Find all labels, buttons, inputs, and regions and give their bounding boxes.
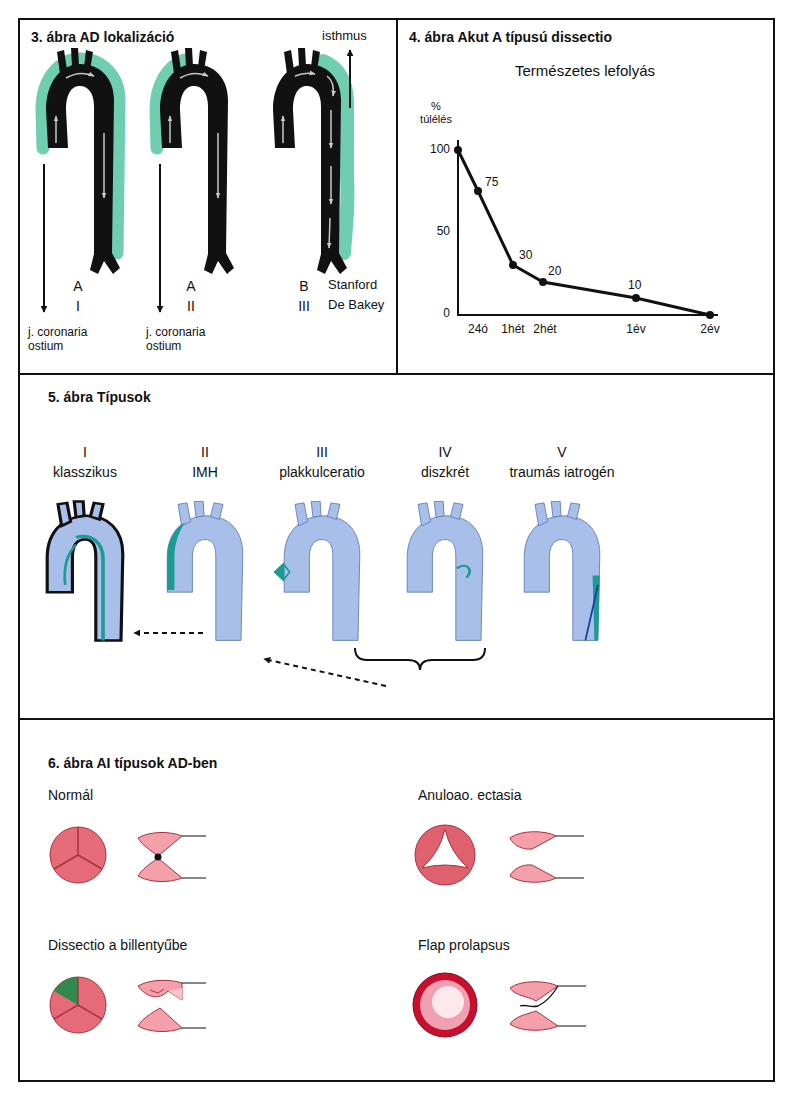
aorta-imh: [167, 501, 243, 640]
figure-label: traumás iatrogén: [509, 464, 614, 480]
figure-label: 100: [430, 143, 450, 157]
figure-label: IMH: [192, 464, 218, 480]
figure-label: diszkrét: [421, 464, 469, 480]
figure-label: A: [186, 278, 195, 294]
figure-label: II: [187, 298, 195, 314]
figure-label: 24ó: [468, 323, 488, 337]
figure-label: V: [557, 444, 566, 460]
figure-panel: 6. ábra AI típusok AD-ben: [18, 718, 775, 1082]
panel-heading: 4. ábra Akut A típusú dissectio: [409, 29, 612, 45]
figure-label: Flap prolapsus: [418, 937, 510, 953]
figure-panel: 3. ábra AD lokalizáció: [18, 18, 398, 375]
figure-label: 1hét: [501, 323, 524, 337]
figure-label: III: [316, 444, 328, 460]
figure-label: B: [299, 278, 308, 294]
valve-dissection: [50, 977, 206, 1033]
figure-label: 20: [548, 265, 561, 279]
figure-label: 75: [485, 176, 498, 190]
aorta-type-b-iii: [273, 48, 348, 274]
figure-label: j. coronaria ostium: [28, 326, 106, 354]
figure-label: plakkulceratio: [279, 464, 365, 480]
figure-label: 50: [437, 225, 450, 239]
panel-heading: 5. ábra Típusok: [48, 389, 151, 405]
figure-label: IV: [438, 444, 451, 460]
figure-label: % túlélés: [414, 100, 458, 125]
aorta-type-a-ii: [156, 48, 234, 274]
figure-panel: 5. ábra Típusok: [18, 373, 775, 720]
aorta-plaque-ulceration: [273, 501, 359, 640]
figure-label: De Bakey: [328, 298, 384, 313]
survival-chart: [454, 140, 718, 319]
aorta-classic: [47, 501, 123, 640]
figure-label: isthmus: [322, 29, 367, 44]
figure-label: klasszikus: [53, 464, 117, 480]
figure-label: Természetes lefolyás: [515, 62, 655, 79]
panel-heading: 3. ábra AD lokalizáció: [31, 29, 174, 45]
valve-normal: [50, 827, 206, 883]
figure-label: 2év: [700, 323, 719, 337]
figure-label: 2hét: [533, 323, 556, 337]
aorta-discrete: [407, 501, 483, 640]
figure-label: A: [73, 278, 82, 294]
aorta-type-a-i: [42, 48, 120, 274]
figure-label: Stanford: [328, 278, 377, 293]
figure-label: II: [201, 444, 209, 460]
figure-label: 30: [519, 249, 532, 263]
figure-label: 0: [443, 307, 450, 321]
aorta-traumatic: [524, 501, 600, 640]
figure-label: Dissectio a billentyűbe: [48, 937, 187, 953]
valve-flap-prolapse: [413, 973, 586, 1037]
valve-annuloaortic-ectasia: [415, 825, 584, 885]
figure-label: III: [298, 298, 310, 314]
figure-label: Normál: [48, 787, 93, 803]
figure-label: I: [76, 298, 80, 314]
figure-label: 1év: [626, 323, 645, 337]
panel-heading: 6. ábra AI típusok AD-ben: [48, 755, 217, 771]
figure-label: Anuloao. ectasia: [418, 787, 522, 803]
extent-arrows: [44, 50, 350, 312]
figure-label: j. coronaria ostium: [146, 326, 224, 354]
figure-label: I: [83, 444, 87, 460]
figure-label: 10: [628, 279, 641, 293]
progression-arrows: [134, 633, 485, 686]
